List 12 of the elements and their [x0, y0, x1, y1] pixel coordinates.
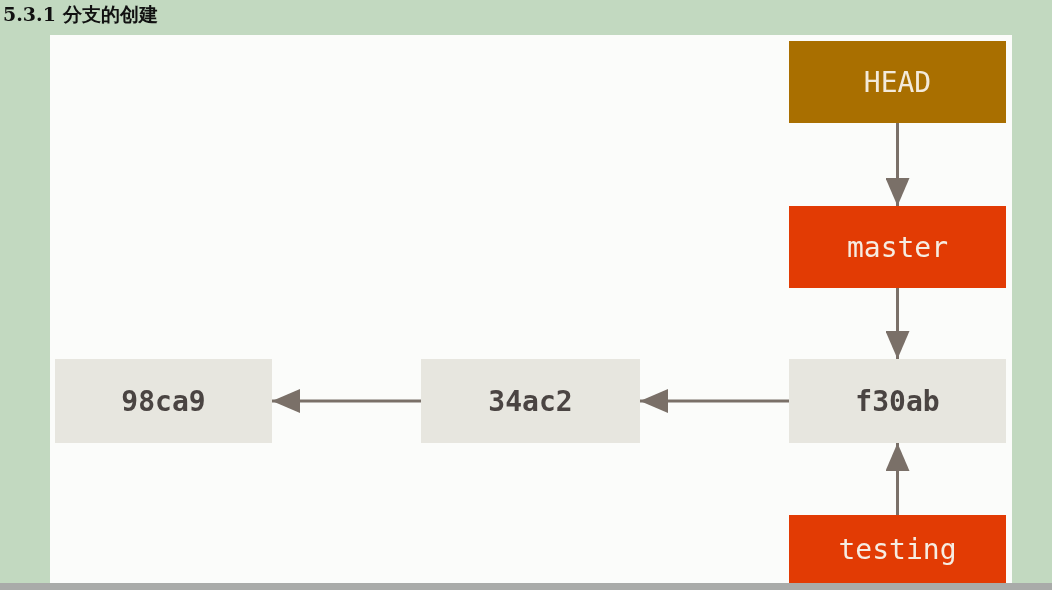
- arrow: [272, 389, 421, 413]
- branch-box: testing: [789, 515, 1006, 583]
- branch-box: master: [789, 206, 1006, 288]
- head-pointer-box: HEAD: [789, 41, 1006, 123]
- commit-box: f30ab: [789, 359, 1006, 443]
- arrow: [885, 123, 910, 206]
- section-title: 5.3.1 分支的创建: [3, 2, 158, 27]
- commit-box: 98ca9: [55, 359, 272, 443]
- commit-box: 34ac2: [421, 359, 640, 443]
- arrow: [640, 389, 789, 413]
- arrow: [885, 443, 910, 515]
- arrow: [885, 288, 910, 359]
